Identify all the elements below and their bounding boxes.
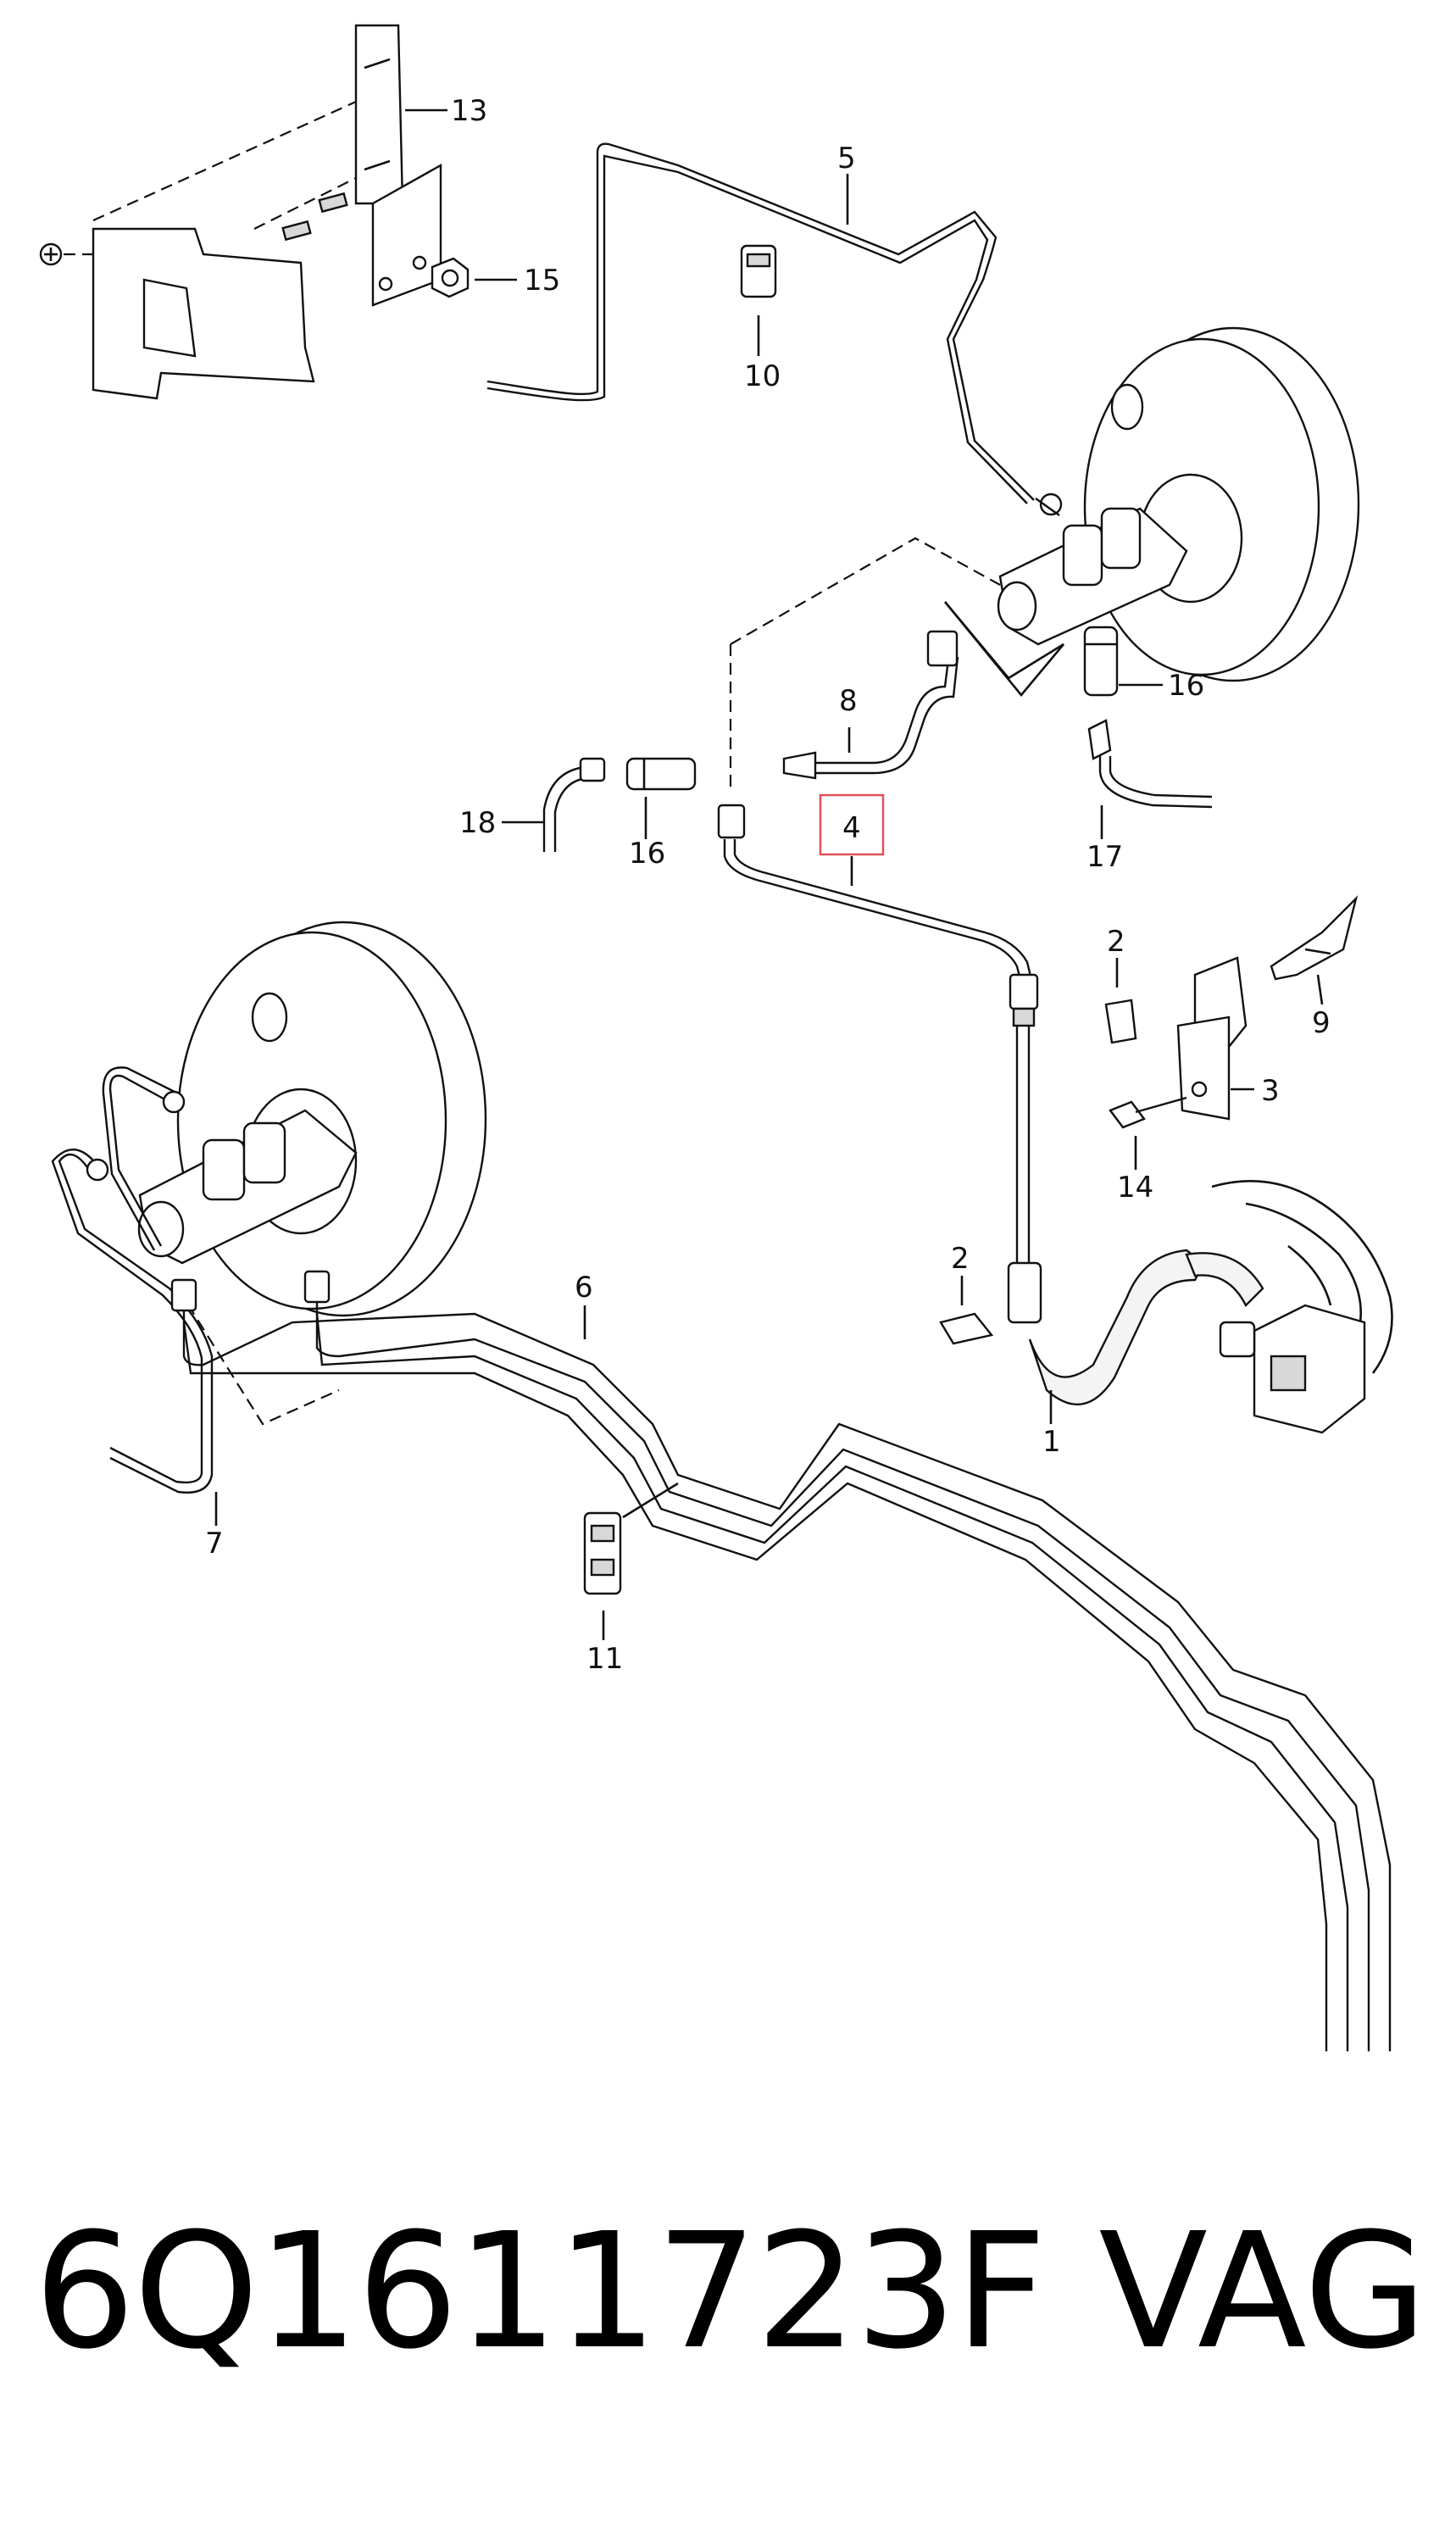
callout-11: 11 bbox=[586, 1642, 623, 1676]
callout-4: 4 bbox=[842, 811, 861, 845]
brake-pipe-4 bbox=[717, 804, 1039, 1027]
wheel-knuckle bbox=[1211, 1180, 1393, 1434]
callout-16-left: 16 bbox=[629, 837, 665, 871]
callout-2-lower: 2 bbox=[951, 1242, 970, 1276]
callout-7: 7 bbox=[205, 1527, 224, 1561]
bracket-3 bbox=[1176, 956, 1254, 1121]
callout-6: 6 bbox=[575, 1271, 593, 1305]
pipe-18 bbox=[502, 757, 606, 852]
adapter-16-right bbox=[1083, 626, 1163, 697]
callout-2-upper: 2 bbox=[1107, 925, 1125, 959]
brand-name: VAG bbox=[1098, 2199, 1427, 2384]
adapter-16-left bbox=[625, 757, 697, 839]
master-cylinder-lower bbox=[137, 1109, 358, 1265]
clip-11 bbox=[583, 1511, 622, 1640]
clip-2-upper bbox=[1104, 958, 1137, 1044]
highlight-box bbox=[819, 793, 885, 856]
part-number: 6Q1611723F bbox=[34, 2199, 1047, 2384]
callout-3: 3 bbox=[1261, 1074, 1280, 1108]
shield-9 bbox=[1270, 895, 1359, 1005]
exploded-view-drawing: 13 15 5 10 8 16 18 16 17 4 2 9 3 14 2 1 … bbox=[39, 24, 1393, 2051]
brake-pipe-7 bbox=[51, 1066, 218, 1526]
callout-18: 18 bbox=[459, 806, 496, 840]
clip-10 bbox=[740, 244, 777, 356]
callout-16-right: 16 bbox=[1168, 669, 1204, 703]
brake-pipe-bundle-6 bbox=[170, 1270, 1392, 2051]
callout-5: 5 bbox=[837, 142, 856, 175]
callout-15: 15 bbox=[524, 264, 560, 298]
clip-2-lower bbox=[939, 1276, 994, 1345]
bolt-14 bbox=[1109, 1096, 1187, 1170]
pipe-17 bbox=[1087, 719, 1213, 839]
callout-14: 14 bbox=[1117, 1171, 1153, 1205]
brake-pipe-5 bbox=[486, 142, 1035, 501]
brake-hose-1 bbox=[1007, 1026, 1264, 1424]
callout-4-highlight: 4 bbox=[819, 793, 885, 856]
pipe-assembly-8 bbox=[782, 630, 959, 780]
bracket-assembly-13 bbox=[39, 24, 470, 400]
brake-booster-upper bbox=[1083, 326, 1360, 682]
callout-17: 17 bbox=[1086, 840, 1123, 874]
callout-9: 9 bbox=[1312, 1006, 1331, 1040]
callout-10: 10 bbox=[744, 359, 781, 393]
master-cylinder-upper bbox=[997, 492, 1188, 646]
callout-8: 8 bbox=[839, 684, 858, 718]
caption-footer: 6Q1611723F VAG bbox=[34, 2212, 1432, 2399]
callout-1: 1 bbox=[1042, 1425, 1061, 1459]
brake-booster-lower bbox=[176, 921, 487, 1317]
callout-13: 13 bbox=[451, 94, 487, 128]
